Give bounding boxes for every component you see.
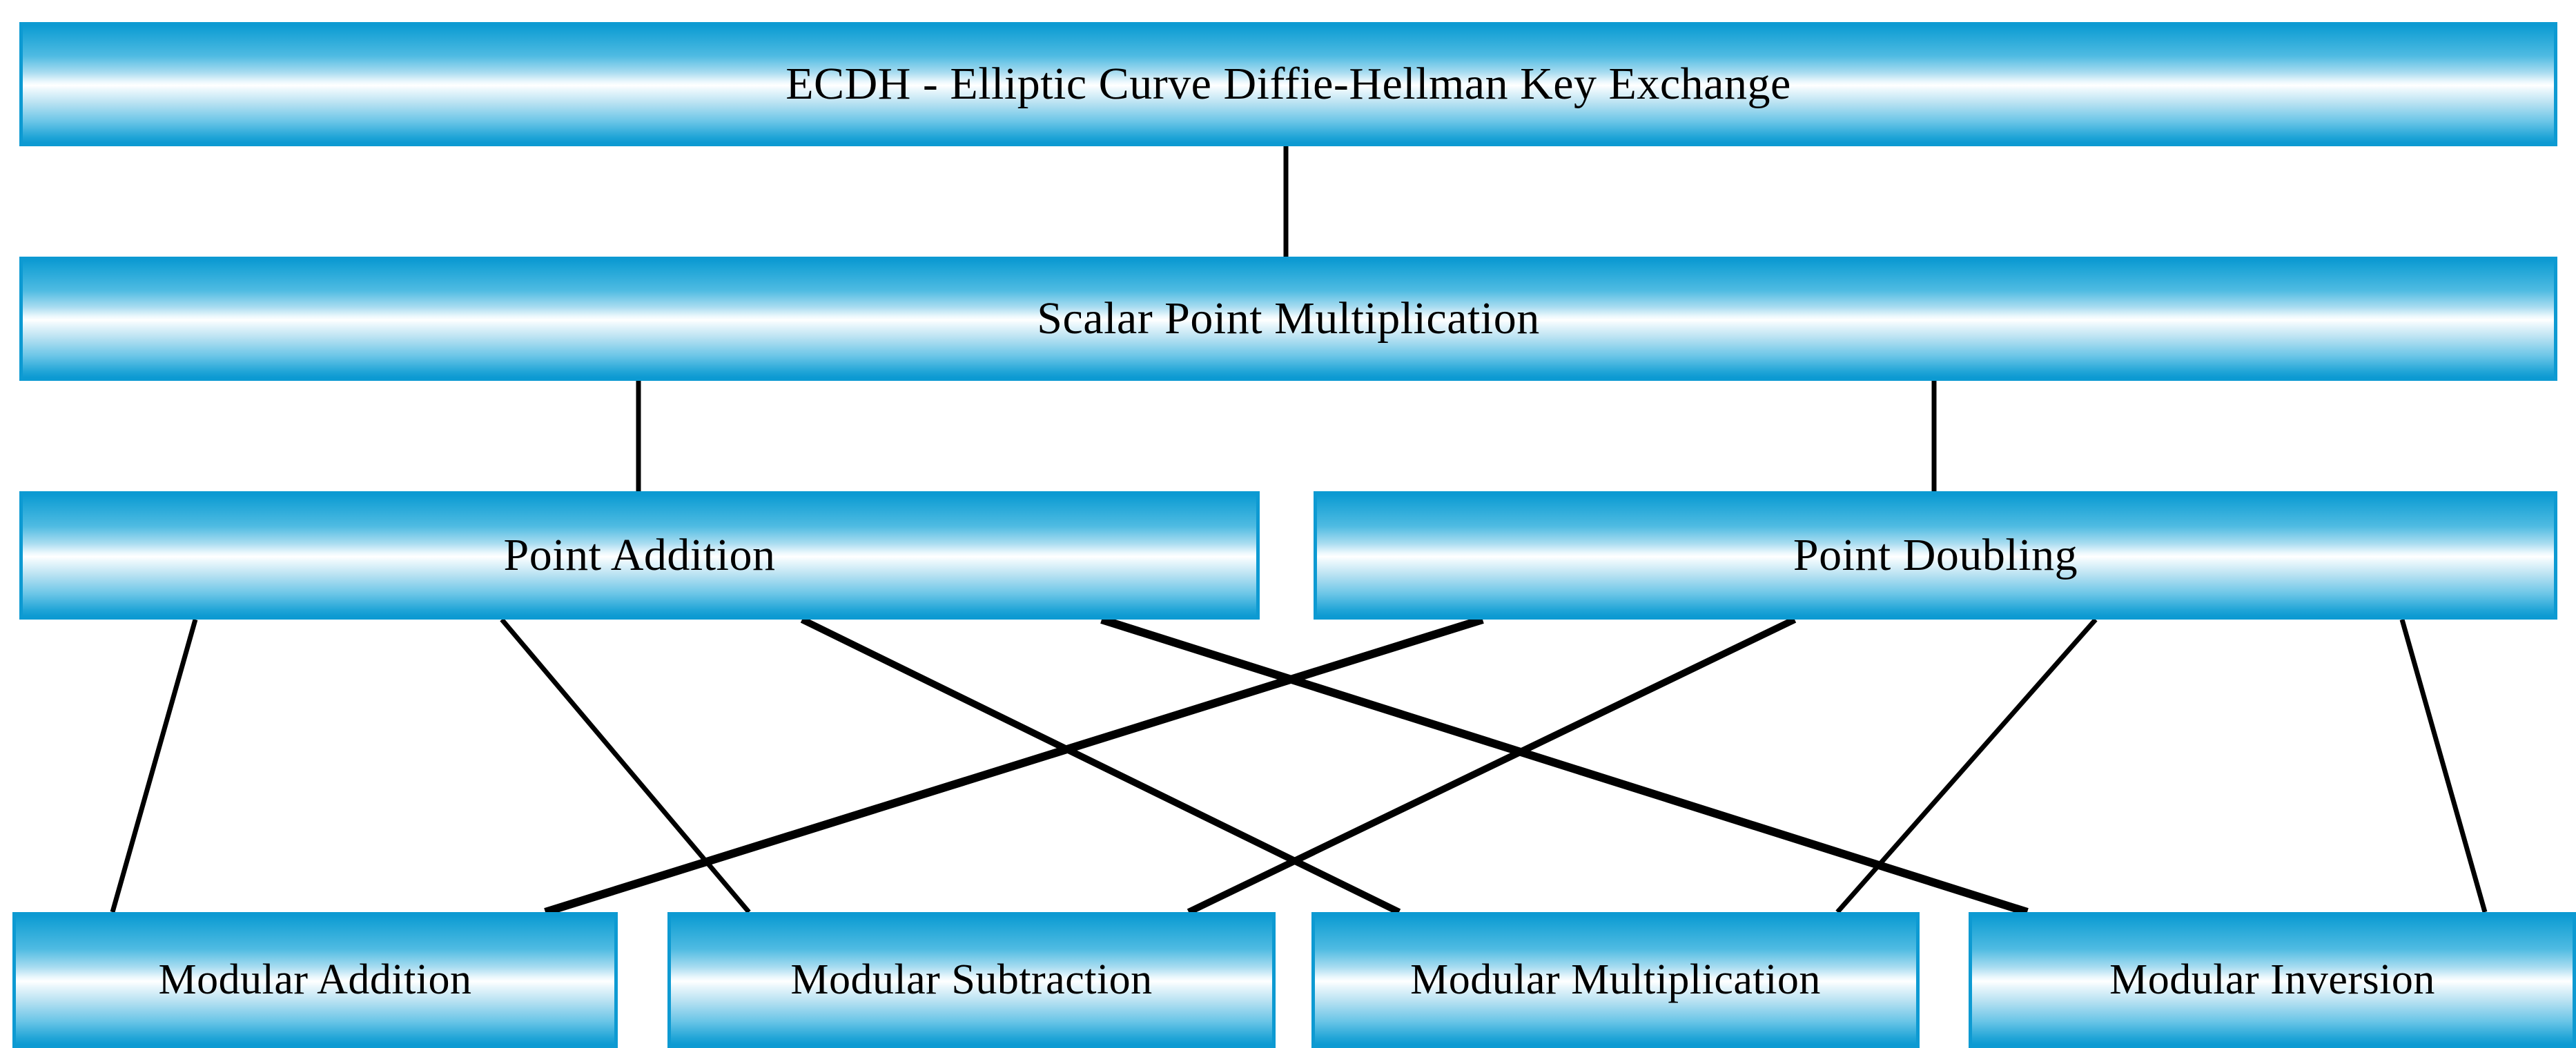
edge-point-doubling-to-modular-inversion [2399, 619, 2488, 913]
node-modular-inversion-label: Modular Inversion [2109, 956, 2435, 1003]
node-point-doubling-label: Point Doubling [1793, 530, 2078, 580]
node-modular-subtraction[interactable]: Modular Subtraction [667, 912, 1276, 1048]
edge-point-addition-to-modular-multiplication [800, 616, 1401, 916]
node-scalar-point-multiplication[interactable]: Scalar Point Multiplication [19, 257, 2557, 381]
node-point-addition-label: Point Addition [503, 530, 776, 580]
edge-point-addition-to-modular-subtraction [500, 617, 751, 914]
node-scalar-point-multiplication-label: Scalar Point Multiplication [1037, 293, 1540, 344]
node-modular-inversion[interactable]: Modular Inversion [1969, 912, 2576, 1048]
node-modular-subtraction-label: Modular Subtraction [790, 956, 1153, 1003]
edge-point-doubling-to-modular-subtraction [1187, 616, 1797, 916]
edge-point-doubling-to-modular-addition [544, 615, 1484, 916]
edge-point-addition-to-modular-addition [110, 619, 198, 913]
edge-point-doubling-to-modular-multiplication [1835, 617, 2098, 914]
node-ecdh-root[interactable]: ECDH - Elliptic Curve Diffie-Hellman Key… [19, 22, 2557, 146]
node-point-addition[interactable]: Point Addition [19, 491, 1260, 620]
node-ecdh-label: ECDH - Elliptic Curve Diffie-Hellman Key… [786, 59, 1791, 109]
node-modular-addition-label: Modular Addition [158, 956, 472, 1003]
edge-point-addition-to-modular-inversion [1100, 615, 2029, 916]
node-modular-multiplication[interactable]: Modular Multiplication [1311, 912, 1920, 1048]
node-point-doubling[interactable]: Point Doubling [1314, 491, 2557, 620]
node-modular-addition[interactable]: Modular Addition [12, 912, 618, 1048]
node-modular-multiplication-label: Modular Multiplication [1410, 956, 1821, 1003]
